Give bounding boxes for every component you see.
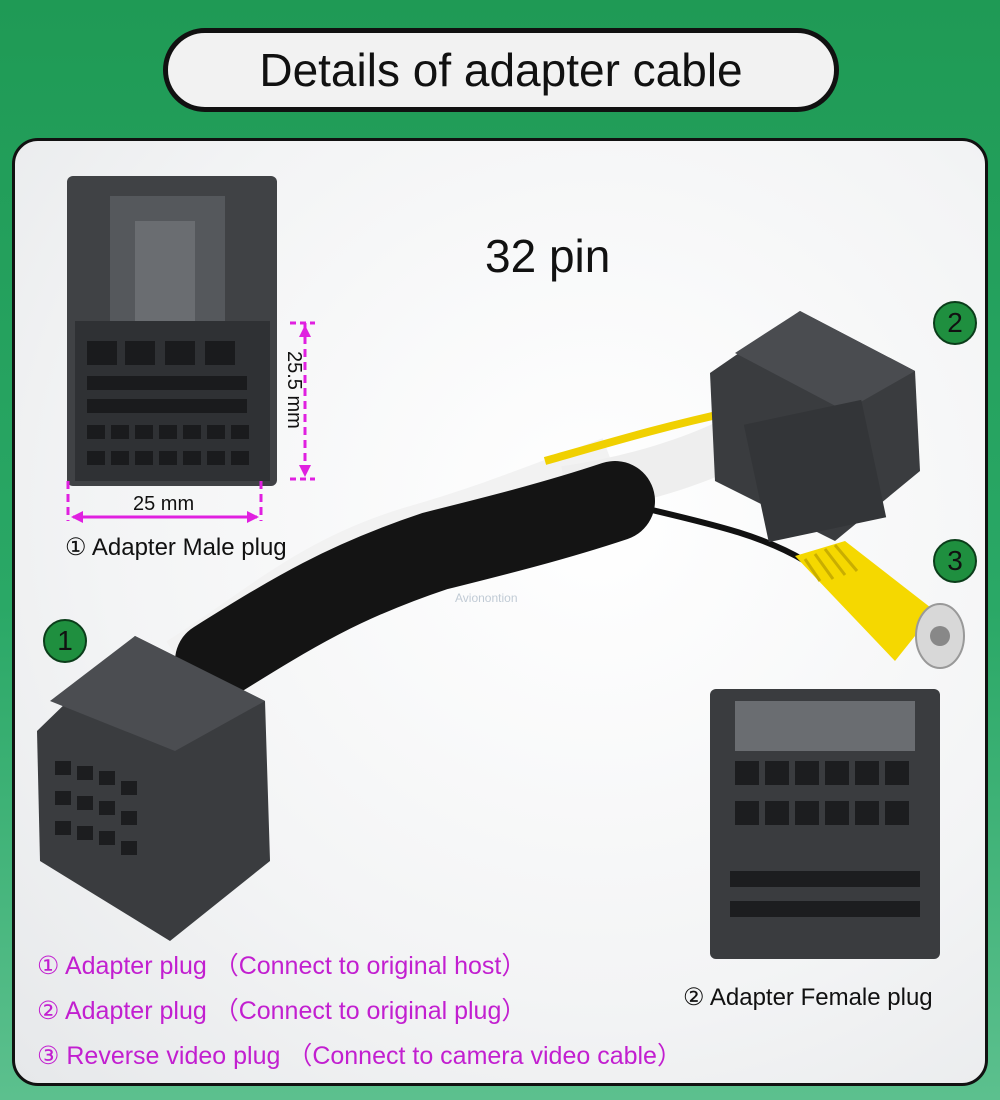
rca-plug-image xyxy=(795,541,965,669)
height-dimension-label: 25.5 mm xyxy=(283,351,305,429)
badge-2: 2 xyxy=(933,301,977,345)
female-plug-caption: ② Adapter Female plug xyxy=(683,984,933,1011)
dimension-arrows xyxy=(71,325,311,523)
watermark-text: Avionontion xyxy=(455,591,518,605)
adapter-plug-1-image xyxy=(37,636,270,941)
female-plug-face-image xyxy=(710,689,940,959)
cable-illustration xyxy=(37,176,965,959)
width-dimension-label: 25 mm xyxy=(133,493,195,515)
pin-count-label: 32 pin xyxy=(485,230,611,282)
dimension-lines xyxy=(66,321,315,521)
product-panel: 32 pin 25.5 mm 25 mm ① Adapter Male plug… xyxy=(12,138,988,1086)
female-connector-image xyxy=(710,311,920,543)
page-title: Details of adapter cable xyxy=(163,28,839,112)
male-plug-caption: ① Adapter Male plug xyxy=(65,534,287,561)
badge-3: 3 xyxy=(933,539,977,583)
male-plug-image xyxy=(67,176,277,486)
badge-1: 1 xyxy=(43,619,87,663)
legend-item: ① Adapter plug （Connect to original host… xyxy=(37,952,527,980)
legend-item: ② Adapter plug （Connect to original plug… xyxy=(37,997,527,1025)
legend-item: ③ Reverse video plug （Connect to camera … xyxy=(37,1042,682,1070)
